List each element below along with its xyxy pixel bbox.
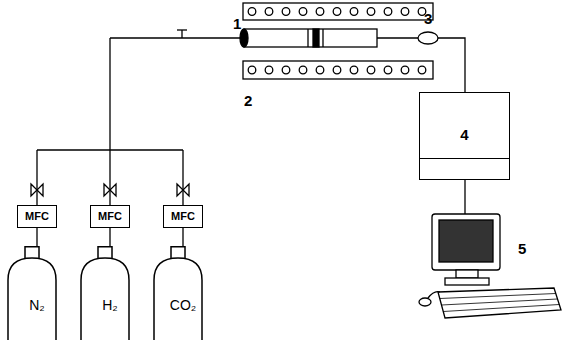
box-label: MFC — [171, 210, 195, 222]
valve-symbol — [177, 184, 189, 196]
sampling-loop — [418, 32, 438, 44]
tee-valve — [181, 30, 182, 38]
gas-line — [110, 37, 244, 38]
gas-line — [109, 228, 110, 246]
callout-number: 2 — [244, 93, 252, 108]
gas-line — [36, 228, 37, 246]
box-label: MFC — [98, 210, 122, 222]
gas-cylinder: N₂ — [6, 246, 68, 340]
gas-line — [36, 150, 37, 205]
reactor-tube — [244, 29, 377, 47]
gas-name: N₂ — [6, 298, 68, 313]
monitor-screen — [439, 220, 493, 262]
callout-number: 1 — [233, 16, 241, 31]
mfc-box: MFC — [163, 205, 203, 228]
callout-number: 5 — [518, 241, 526, 256]
tee-valve — [177, 29, 187, 30]
valve-symbol — [104, 184, 116, 196]
furnace-panel — [243, 61, 433, 79]
outlet-line — [438, 38, 465, 92]
cylinder-outline — [152, 246, 214, 340]
mouse-cord — [428, 292, 440, 298]
outlet-line — [377, 37, 418, 38]
tube-end-cap — [240, 29, 248, 47]
gas-line — [182, 150, 183, 205]
gas-name: CO₂ — [152, 298, 214, 313]
monitor-base — [445, 278, 489, 285]
keyboard-keys — [440, 294, 560, 312]
box-label: MFC — [25, 210, 49, 222]
cylinder-outline — [6, 246, 68, 340]
cylinder-outline — [79, 246, 141, 340]
gas-name: H₂ — [79, 298, 141, 313]
valve-symbol — [31, 184, 43, 196]
gas-cylinder: H₂ — [79, 246, 141, 340]
signal-cable — [464, 180, 465, 214]
gas-line — [182, 228, 183, 246]
monitor-stand — [456, 270, 478, 278]
analyzer-box: 4 — [419, 92, 510, 180]
callout-number: 4 — [460, 127, 468, 144]
analyzer-panel-line — [420, 158, 509, 159]
sample-holder — [322, 29, 323, 47]
gas-manifold — [37, 149, 183, 150]
sample-holder — [307, 29, 308, 47]
computer-monitor — [432, 214, 500, 270]
callout-number: 3 — [424, 11, 432, 26]
gas-cylinder: CO₂ — [152, 246, 214, 340]
mfc-box: MFC — [90, 205, 130, 228]
gas-line — [109, 38, 110, 205]
mouse — [419, 298, 431, 306]
furnace-panel — [243, 3, 433, 20]
keyboard — [438, 288, 561, 318]
mfc-box: MFC — [17, 205, 57, 228]
sample-bed — [313, 29, 319, 47]
